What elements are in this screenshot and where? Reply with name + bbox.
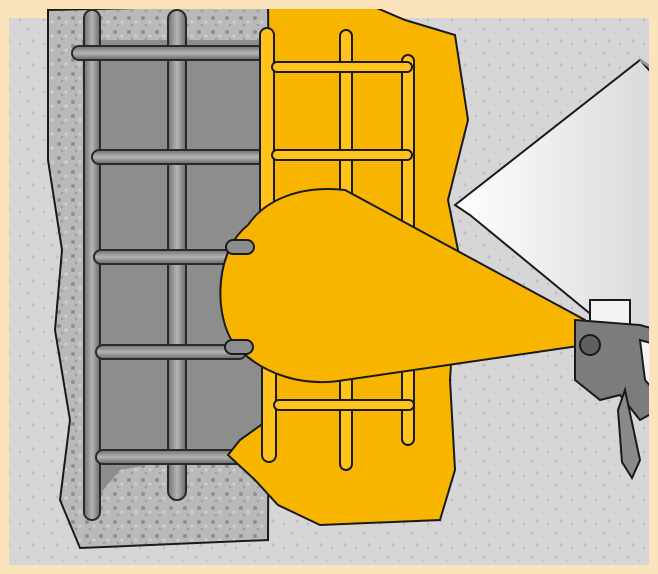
repair-illustration bbox=[0, 0, 658, 574]
